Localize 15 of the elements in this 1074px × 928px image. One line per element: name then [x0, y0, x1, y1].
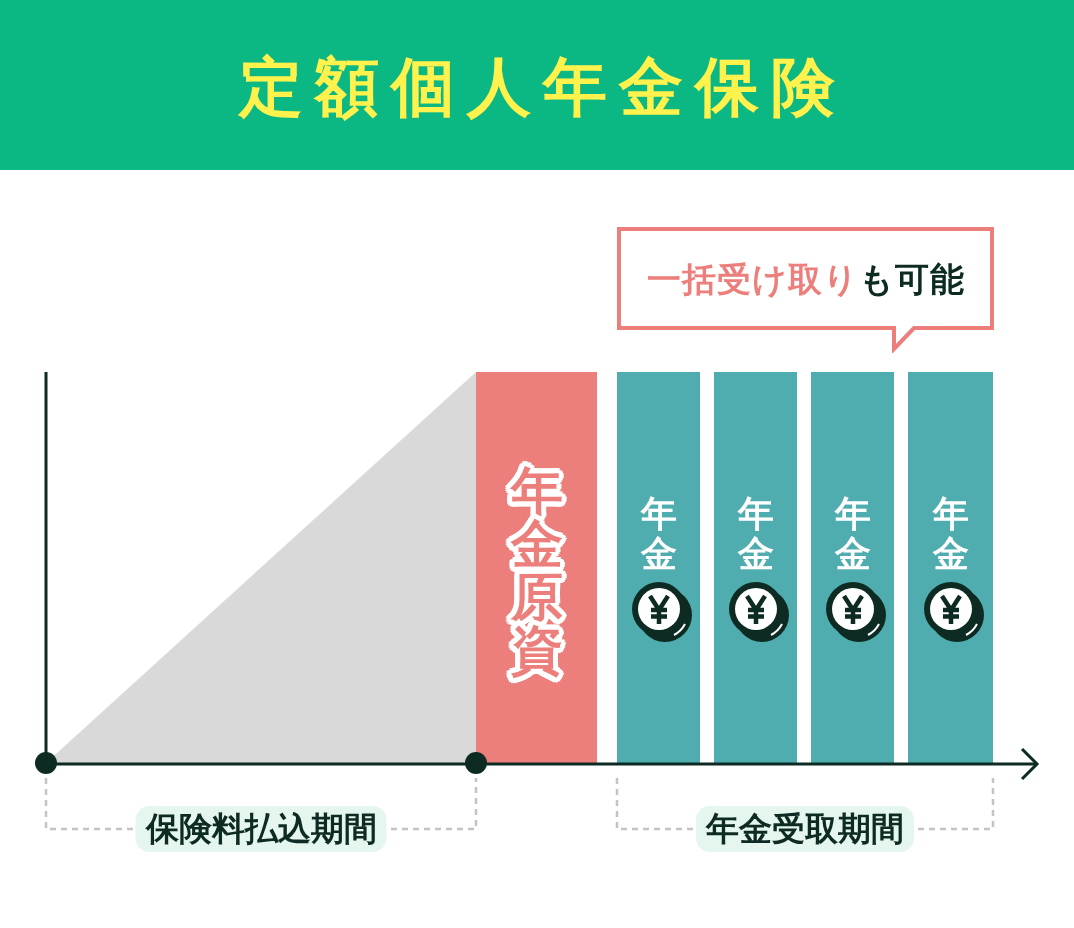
- annuity-payment-bar: [908, 372, 993, 763]
- bar-label: 年金: [932, 494, 969, 574]
- period-label: 保険料払込期間: [135, 806, 387, 852]
- bar-label: 年金: [737, 494, 774, 574]
- pension-fund-bar: [476, 372, 597, 763]
- callout-text: 一括受け取りも可能: [646, 258, 965, 299]
- period-label: 年金受取期間: [696, 806, 914, 852]
- speech-bubble: [617, 227, 994, 353]
- bar-label: 年金原資: [503, 458, 570, 684]
- annuity-payment-bar: [811, 372, 894, 763]
- title: 定額個人年金保険: [237, 50, 847, 124]
- bar-label: 年金: [640, 494, 677, 574]
- bar-label: 年金: [834, 494, 871, 574]
- annuity-payment-bar: [617, 372, 700, 763]
- annuity-payment-bar: [714, 372, 797, 763]
